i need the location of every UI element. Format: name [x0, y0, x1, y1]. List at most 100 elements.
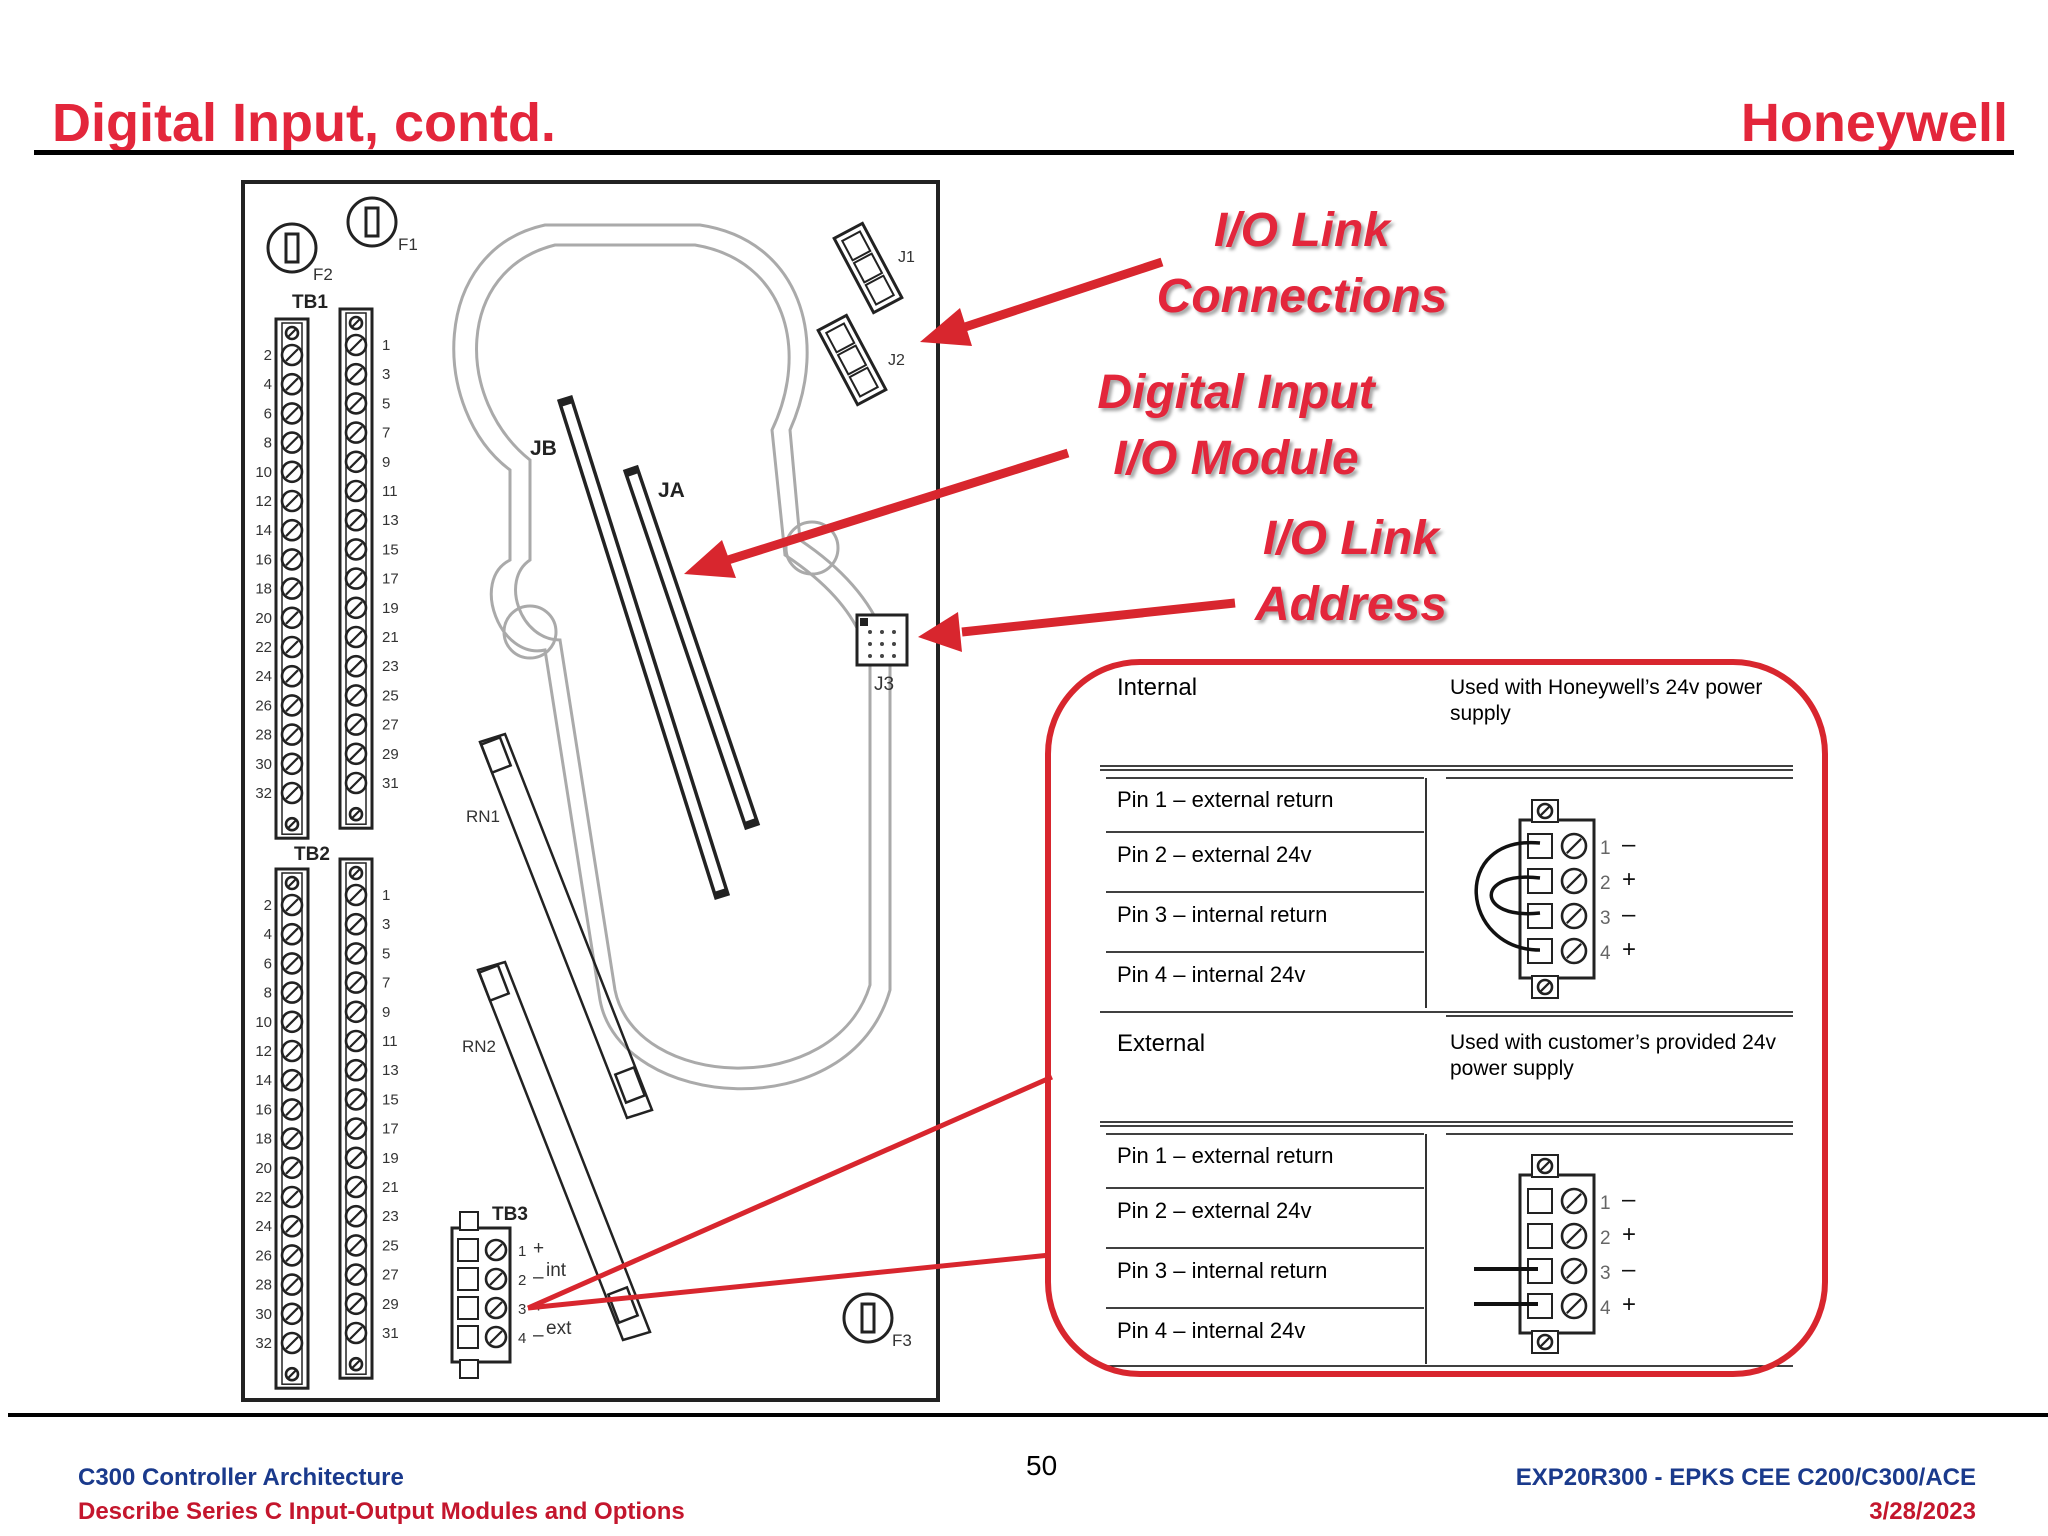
connector-pin-sign: + [1622, 866, 1636, 893]
connector-ja [622, 464, 761, 831]
connector-pin-number: 4 [1600, 943, 1611, 964]
pin-label: 1 [382, 887, 390, 904]
footer-rule [8, 1413, 2048, 1417]
callout-io-link-connections: I/O Link Connections [1142, 198, 1462, 330]
pin-label: 4 [264, 376, 272, 393]
pin-label: 14 [255, 522, 272, 539]
callout-line-2: I/O Module [1113, 432, 1359, 485]
table-internal-pin-4: Pin 4 – internal 24v [1117, 962, 1306, 987]
pin-label: 17 [382, 571, 399, 588]
tb3-pin-sign: – [533, 1325, 544, 1346]
callout-line-1: Digital Input [1097, 366, 1375, 419]
slide-title: Digital Input, contd. [52, 93, 556, 153]
pin-label: 11 [382, 1033, 398, 1050]
arrow-io-link-connections [920, 257, 1164, 346]
fuse-label-f1: F1 [398, 235, 418, 254]
resistor-label-rn1: RN1 [466, 807, 500, 826]
connector-pin-sign: + [1622, 936, 1636, 963]
pin-label: 13 [382, 1062, 399, 1079]
pin-label: 19 [382, 600, 399, 617]
tb3-pin-number: 1 [518, 1243, 526, 1260]
table-external-pin-2: Pin 2 – external 24v [1117, 1198, 1312, 1223]
pin-label: 32 [255, 1335, 272, 1352]
footer-code: EXP20R300 - EPKS CEE C200/C300/ACE [1515, 1464, 1976, 1491]
fuse-f3-icon [842, 1292, 894, 1344]
pin-label: 28 [255, 1277, 272, 1294]
callout-digital-input-module: Digital Input I/O Module [1086, 360, 1386, 492]
pin-label: 21 [382, 1179, 399, 1196]
module-carrier [452, 223, 892, 1091]
pin-label: 31 [382, 1325, 399, 1342]
pin-label: 2 [264, 897, 272, 914]
pin-label: 3 [382, 916, 390, 933]
arrow-digital-input-module [684, 448, 1070, 578]
pin-label: 30 [255, 756, 272, 773]
pin-label: 25 [382, 687, 399, 704]
connector-pin-number: 2 [1600, 1228, 1611, 1249]
pin-label: 18 [255, 581, 272, 598]
table-highlight-outline [1045, 659, 1828, 1377]
pin-label: 14 [255, 1072, 272, 1089]
jumper-wires-internal [1474, 841, 1541, 952]
pin-label: 29 [382, 746, 399, 763]
connector-pin-sign: – [1622, 1256, 1636, 1283]
connector-label-j2: J2 [888, 352, 905, 369]
pin-label: 9 [382, 454, 390, 471]
arrow-io-link-address [918, 598, 1236, 652]
connector-label-j1: J1 [898, 249, 915, 266]
external-wires [1474, 1267, 1538, 1306]
table-external-description: Used with customer’s provided 24v power … [1450, 1031, 1777, 1080]
table-internal-description: Used with Honeywell’s 24v power supply [1450, 676, 1763, 725]
terminal-block-label-tb2: TB2 [294, 844, 330, 865]
resistor-network-rn1 [478, 732, 654, 1120]
pin-label: 22 [255, 639, 272, 656]
callout-line-2: Connections [1156, 270, 1448, 323]
callout-line-1: I/O Link [1262, 512, 1439, 565]
tb3-label-ext: ext [546, 1318, 572, 1339]
pin-label: 15 [382, 541, 399, 558]
pin-label: 6 [264, 955, 272, 972]
connector-pin-number: 1 [1600, 1193, 1611, 1214]
tb3-pin-sign: – [533, 1267, 544, 1288]
pin-label: 32 [255, 785, 272, 802]
pin-label: 12 [255, 1043, 272, 1060]
connector-label-jb: JB [530, 437, 557, 460]
pin-label: 22 [255, 1189, 272, 1206]
pin-label: 31 [382, 775, 399, 792]
tb3-label-int: int [546, 1260, 567, 1281]
connector-pin-number: 3 [1600, 1263, 1611, 1284]
footer-date: 3/28/2023 [1869, 1498, 1976, 1525]
table-external-pin-1: Pin 1 – external return [1117, 1143, 1334, 1168]
pin-label: 6 [264, 405, 272, 422]
connector-pin-sign: – [1622, 831, 1636, 858]
callout-line-2: Address [1254, 578, 1448, 631]
table-internal-pin-1: Pin 1 – external return [1117, 787, 1334, 812]
pin-label: 27 [382, 717, 399, 734]
pin-label: 10 [255, 464, 272, 481]
terminal-block-label-tb3: TB3 [492, 1204, 528, 1225]
pin-label: 24 [255, 1218, 272, 1235]
header-rule [34, 150, 2014, 155]
table-lines [1100, 765, 1793, 1367]
pin-label: 3 [382, 366, 390, 383]
pin-label: 13 [382, 512, 399, 529]
pin-label: 1 [382, 337, 390, 354]
resistor-label-rn2: RN2 [462, 1037, 496, 1056]
footer-module: Describe Series C Input-Output Modules a… [78, 1498, 685, 1525]
callout-line-lower [527, 1252, 1051, 1311]
pin-label: 7 [382, 425, 390, 442]
pin-label: 27 [382, 1267, 399, 1284]
pin-label: 5 [382, 395, 390, 412]
pin-label: 5 [382, 945, 390, 962]
pin-label: 19 [382, 1150, 399, 1167]
pin-label: 30 [255, 1306, 272, 1323]
connector-label-ja: JA [658, 479, 685, 502]
connector-diagram-internal: 1–2+3–4+ [1518, 799, 1636, 999]
pin-label: 23 [382, 1208, 399, 1225]
fuse-f2-icon [266, 222, 318, 274]
connector-pin-sign: + [1622, 1221, 1636, 1248]
fuse-label-f3: F3 [892, 1331, 912, 1350]
